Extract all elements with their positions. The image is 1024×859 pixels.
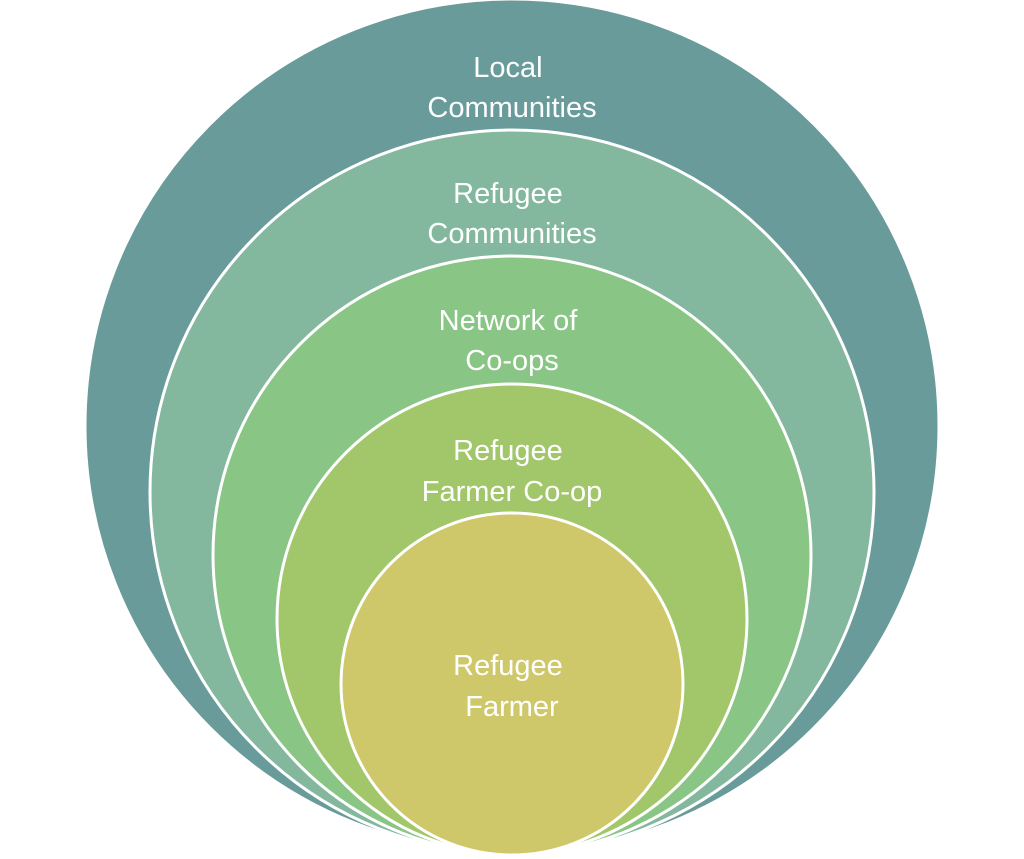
label-refugee-communities-line2: Communities [427, 218, 596, 250]
label-refugee-farmer-coop-line2: Farmer Co-op [422, 476, 603, 508]
label-network-of-coops-line1: Network of [439, 305, 579, 337]
label-refugee-farmer: Refugee Farmer [453, 650, 571, 723]
label-local-communities-line1: Local [473, 52, 542, 84]
label-refugee-communities: Refugee Communities [427, 178, 596, 250]
label-refugee-farmer-line1: Refugee [453, 650, 563, 682]
label-local-communities-line2: Communities [427, 92, 596, 124]
label-refugee-communities-line1: Refugee [453, 178, 563, 210]
label-network-of-coops: Network of Co-ops [439, 305, 586, 377]
label-network-of-coops-line2: Co-ops [465, 345, 559, 377]
label-local-communities: Local Communities [427, 52, 596, 124]
circle-refugee-farmer [339, 511, 685, 857]
layer-refugee-farmer: Refugee Farmer [339, 511, 685, 857]
label-refugee-farmer-line2: Farmer [465, 691, 559, 723]
label-refugee-farmer-coop: Refugee Farmer Co-op [422, 435, 603, 508]
label-refugee-farmer-coop-line1: Refugee [453, 435, 563, 467]
